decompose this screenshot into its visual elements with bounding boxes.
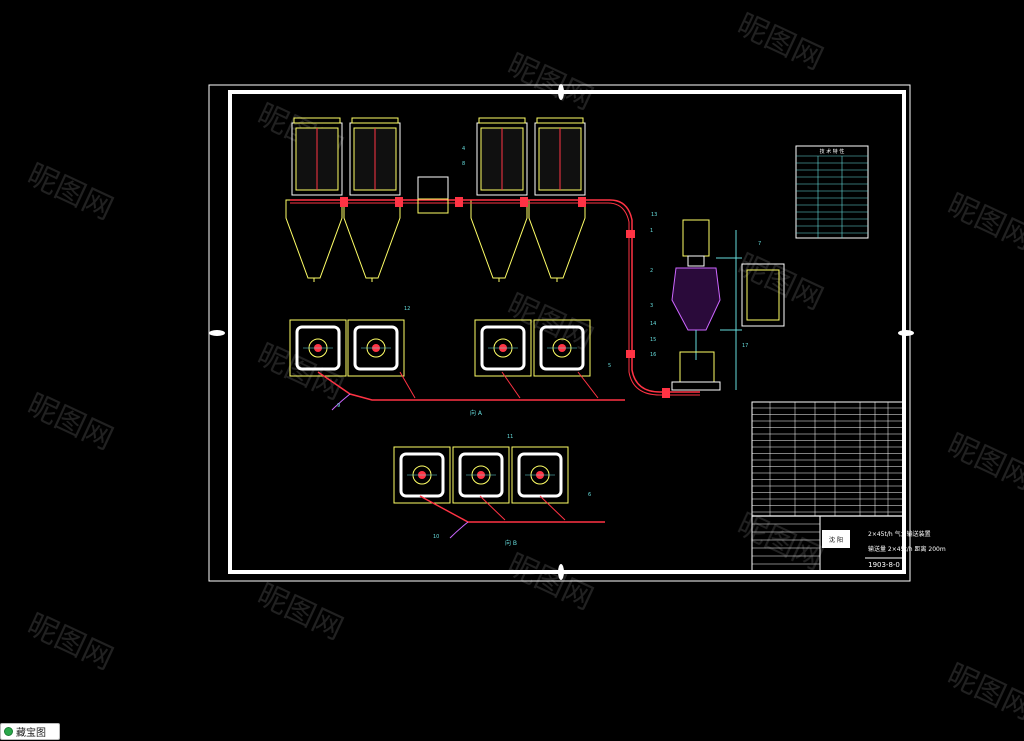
watermark-text: 昵图网 <box>252 337 348 407</box>
feeder-frame <box>511 446 569 504</box>
favorite-button-label: 藏宝图 <box>16 728 46 739</box>
watermark-text: 昵图网 <box>942 427 1024 497</box>
hopper-cone <box>528 199 586 279</box>
control-cabinet-inner <box>746 269 780 321</box>
part-tag: 1 <box>650 228 653 234</box>
watermark-text: 昵图网 <box>22 387 118 457</box>
part-tag: 15 <box>650 337 656 343</box>
watermark-text: 昵图网 <box>732 247 828 317</box>
part-tag: 5 <box>608 363 611 369</box>
part-tag: 4 <box>462 146 465 152</box>
pump-assembly <box>671 219 742 391</box>
part-tag: 8 <box>462 161 465 167</box>
part-tag: 12 <box>404 306 410 312</box>
part-tag: 2 <box>650 268 653 274</box>
favorite-button[interactable]: 藏宝图 <box>0 723 60 740</box>
view-a-label: 向 A <box>470 409 483 417</box>
hopper-cone <box>285 199 343 279</box>
watermark-text: 昵图网 <box>942 657 1024 727</box>
feeder-frame <box>347 319 405 377</box>
caption-line-2: 输送量 2×45t/h 距离 200m <box>868 545 946 553</box>
feeder-body <box>399 452 445 498</box>
spec-table-heading: 技 术 特 性 <box>820 148 845 155</box>
feeder-body <box>353 325 399 371</box>
feeder-frame <box>393 446 451 504</box>
feeder-body <box>480 325 526 371</box>
green-dot-icon <box>4 727 13 736</box>
centering-marks <box>209 84 914 580</box>
control-cabinet <box>741 263 785 327</box>
bin-cap <box>351 117 399 124</box>
watermark-text: 昵图网 <box>22 157 118 227</box>
watermark-text: 昵图网 <box>732 507 828 577</box>
part-tag: 16 <box>650 352 656 358</box>
caption-line-1: 2×45t/h 气力输送装置 <box>868 530 931 538</box>
view-a-pipe <box>317 371 625 411</box>
watermark-text: 昵图网 <box>252 577 348 647</box>
bin-cap <box>536 117 584 124</box>
drawing-number: 1903-8-0 <box>868 561 900 569</box>
part-tag: 9 <box>337 403 340 409</box>
part-tag: 10 <box>433 534 439 540</box>
feeder-frame <box>474 319 532 377</box>
company-mark: 沈 阳 <box>829 536 843 544</box>
part-tag: 13 <box>651 212 657 218</box>
watermark-text: 昵图网 <box>502 547 598 617</box>
view-b-pipe <box>419 495 605 539</box>
part-tag: 14 <box>650 321 656 327</box>
main-conveying-pipe <box>290 197 700 398</box>
feeder-body <box>539 325 585 371</box>
view-b-label: 向 B <box>505 539 517 547</box>
view-b-feeders <box>393 446 569 504</box>
part-tag: 11 <box>507 434 513 440</box>
feeder-frame <box>533 319 591 377</box>
title-block: 沈 阳 2×45t/h 气力输送装置 输送量 2×45t/h 距离 200m 1… <box>751 401 946 573</box>
feeder-frame <box>289 319 347 377</box>
hopper-cone <box>343 199 401 279</box>
small-cabinet-base <box>417 198 449 214</box>
bin-cap <box>293 117 341 124</box>
storage-bins <box>285 117 586 282</box>
view-a-feeders <box>289 319 591 377</box>
hopper-cone <box>470 199 528 279</box>
feeder-frame <box>452 446 510 504</box>
spec-table: 技 术 特 性 <box>795 145 869 239</box>
watermark-text: 昵图网 <box>732 7 828 77</box>
part-tag: 6 <box>588 492 591 498</box>
bin-cap <box>478 117 526 124</box>
watermark-text: 昵图网 <box>22 607 118 677</box>
part-tag: 7 <box>758 241 761 247</box>
watermark-text: 昵图网 <box>942 187 1024 257</box>
part-tag: 17 <box>742 343 748 349</box>
watermark-text: 昵图网 <box>502 47 598 117</box>
feeder-body <box>458 452 504 498</box>
small-cabinet <box>417 176 449 200</box>
part-tag: 3 <box>650 303 653 309</box>
feeder-body <box>295 325 341 371</box>
